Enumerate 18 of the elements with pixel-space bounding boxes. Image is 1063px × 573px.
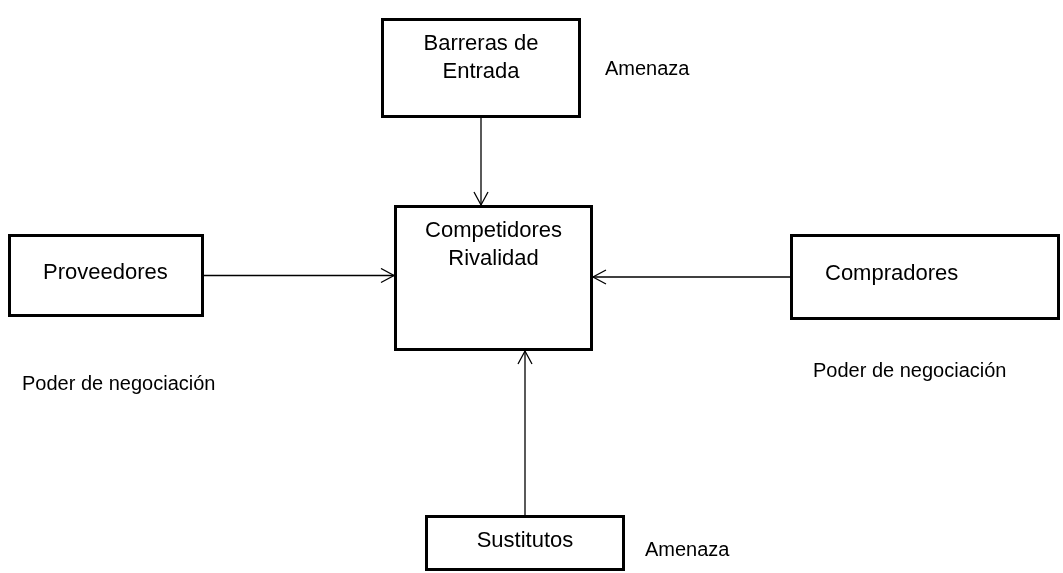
process-box xyxy=(790,234,1060,320)
box-label: Competidores Rivalidad xyxy=(424,216,563,272)
force-label: Amenaza xyxy=(605,56,690,81)
box-label: Sustitutos xyxy=(475,526,575,554)
force-label: Amenaza xyxy=(645,537,730,562)
arrow xyxy=(592,269,791,285)
process-box xyxy=(381,18,581,118)
process-box xyxy=(8,234,204,317)
force-label: Poder de negociación xyxy=(22,371,216,396)
box-label: Compradores xyxy=(824,259,960,287)
process-box xyxy=(394,205,593,351)
arrow xyxy=(473,117,489,206)
arrow xyxy=(203,267,395,284)
box-label: Proveedores xyxy=(42,257,169,286)
process-box xyxy=(425,515,625,571)
arrow xyxy=(517,350,533,516)
force-label: Poder de negociación xyxy=(813,358,1007,383)
box-label: Barreras de Entrada xyxy=(422,29,540,85)
